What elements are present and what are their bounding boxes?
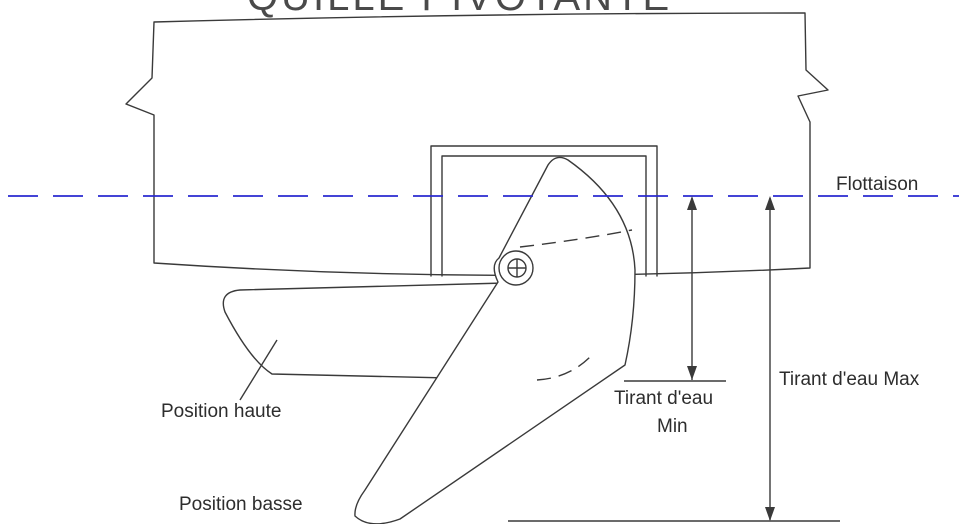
dimension-arrow-icon <box>687 366 697 380</box>
draft-max-dimension <box>508 196 840 522</box>
position-low-label: Position basse <box>179 494 303 515</box>
draft-min-label-line1: Tirant d'eau <box>614 388 713 409</box>
dimension-arrow-icon <box>765 507 775 521</box>
position-high-leader <box>239 339 278 401</box>
waterline-label: Flottaison <box>836 174 918 195</box>
dimension-arrow-icon <box>765 196 775 210</box>
pivot-crosshair-icon <box>498 250 534 286</box>
draft-min-label-line2: Min <box>657 416 688 437</box>
keel-high-hidden-edge <box>536 354 593 381</box>
draft-max-label: Tirant d'eau Max <box>779 369 920 390</box>
dimension-arrow-icon <box>687 196 697 210</box>
keel-trunk-outer <box>430 145 658 277</box>
position-high-label: Position haute <box>161 401 281 422</box>
keel-position-low <box>354 156 636 524</box>
keel-trunk-inner <box>441 155 647 277</box>
draft-min-dimension <box>624 196 726 382</box>
hull-section <box>125 12 829 277</box>
keel-low-hidden-edge <box>519 229 633 248</box>
